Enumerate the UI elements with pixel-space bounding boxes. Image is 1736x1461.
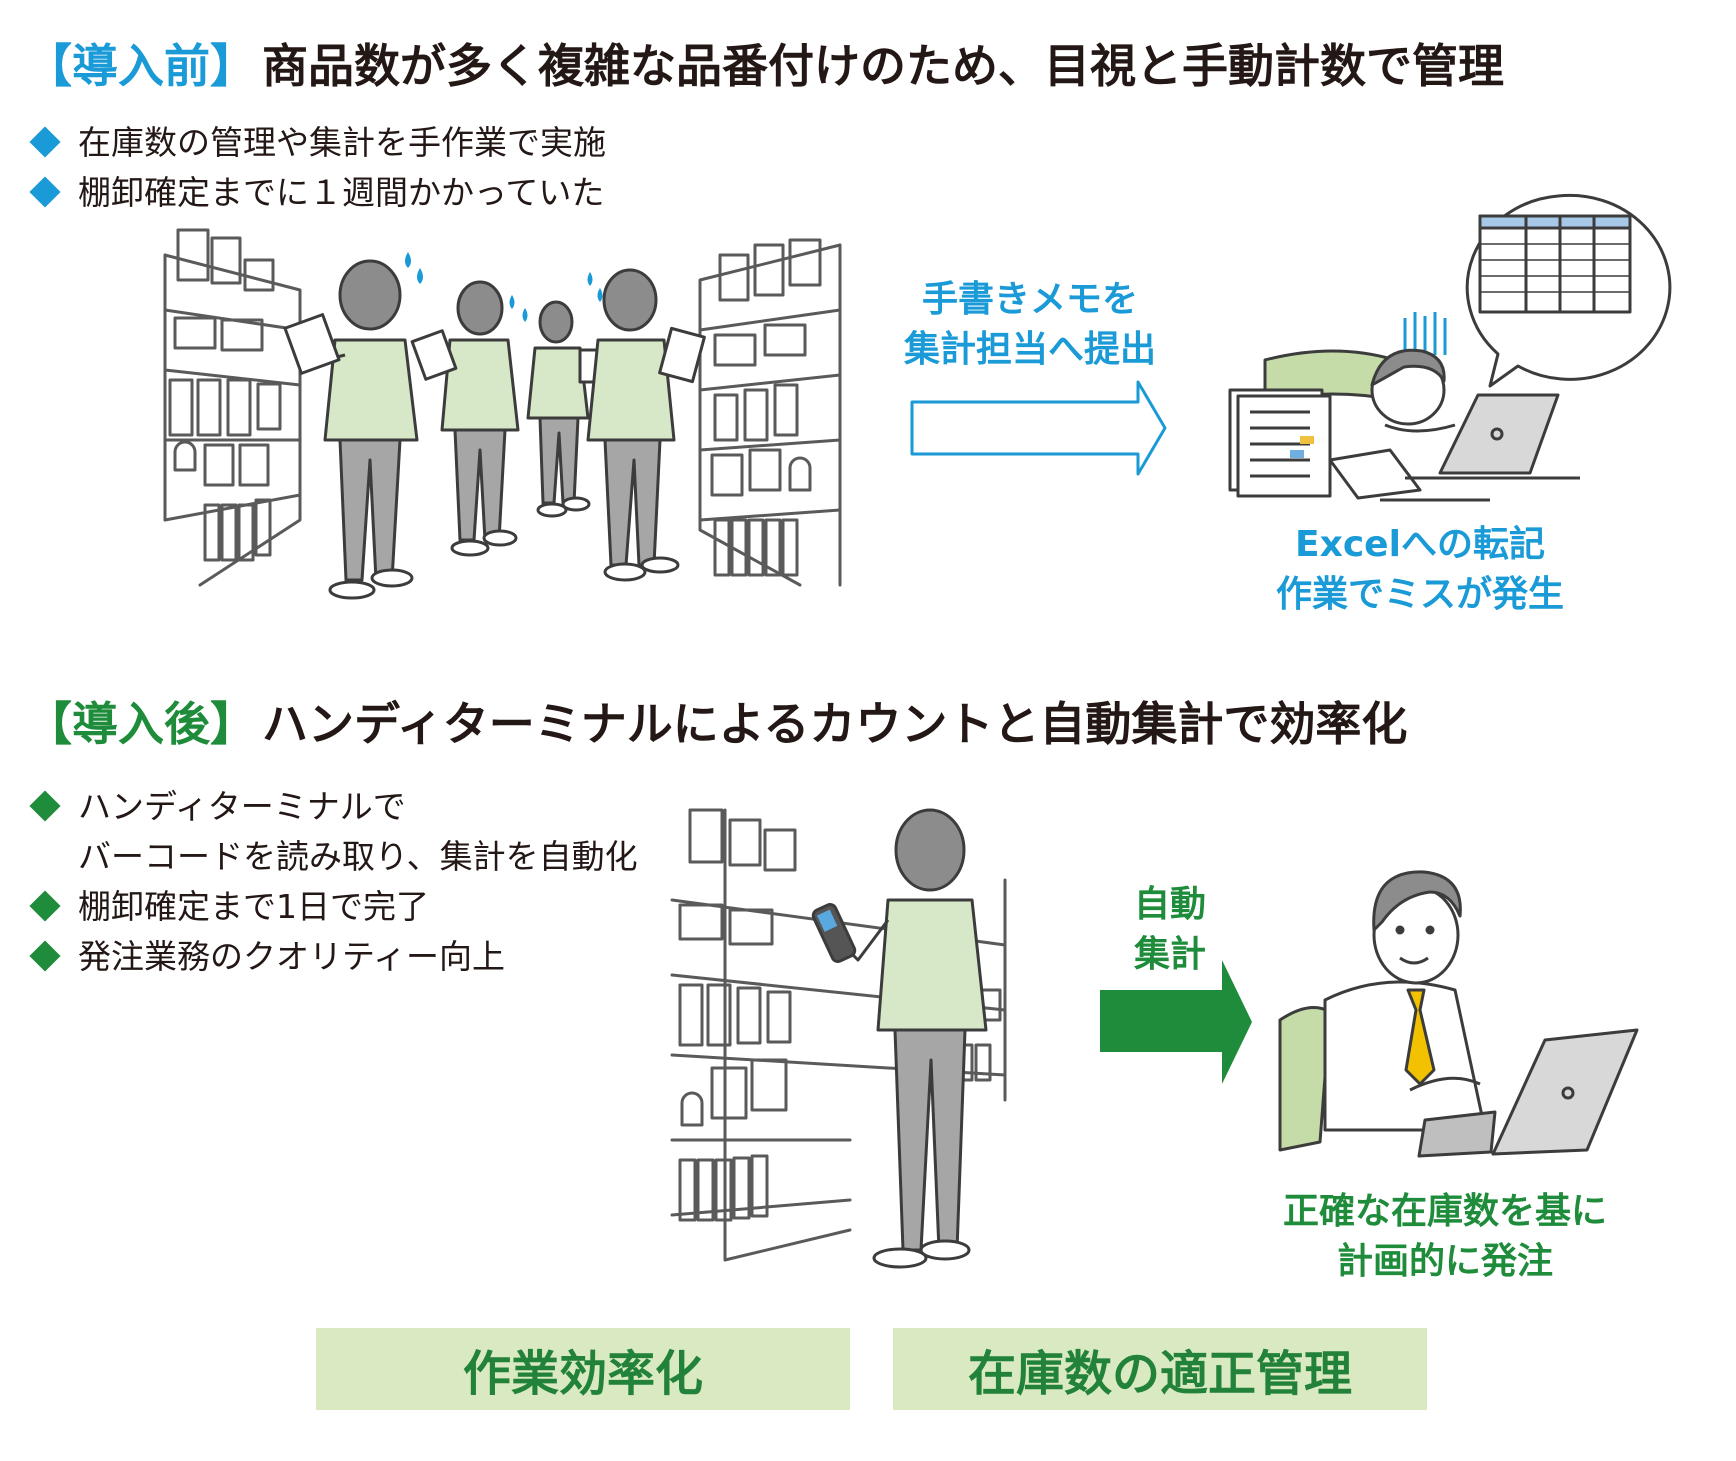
- speech-bubble-icon: [1465, 193, 1672, 388]
- before-result-label: Excelへの転記 作業でミスが発生: [1240, 520, 1600, 620]
- after-bullet-3-text: 発注業務のクオリティー向上: [78, 937, 506, 976]
- worker-with-handheld: [811, 808, 988, 1269]
- after-shelves: [670, 808, 1007, 1262]
- before-bullet-2: 棚卸確定までに１週間かかっていた: [26, 168, 606, 218]
- outcome-efficiency-text: 作業効率化: [462, 1346, 703, 1402]
- after-bullet-1-text: ハンディターミナルで: [78, 787, 406, 826]
- worker-figure-1: [283, 259, 419, 600]
- after-title: ハンディターミナルによるカウントと自動集計で効率化: [262, 697, 1408, 751]
- before-right-shelf: [698, 238, 842, 587]
- happy-office-worker: [1278, 870, 1639, 1158]
- laptop-icon: [1417, 1028, 1639, 1158]
- diamond-bullet-icon: [29, 176, 61, 208]
- before-bullet-2-text: 棚卸確定までに１週間かかっていた: [78, 173, 605, 212]
- after-bullet-1-text-line2: バーコードを読み取り、集計を自動化: [78, 837, 638, 876]
- diamond-bullet-icon: [29, 940, 61, 972]
- worker-figure-2: [410, 280, 520, 557]
- outcome-box-inventory: 在庫数の適正管理: [893, 1328, 1427, 1410]
- diamond-bullet-icon: [29, 790, 61, 822]
- after-arrow-label: 自動 集計: [1110, 880, 1230, 980]
- after-heading: 【導入後】ハンディターミナルによるカウントと自動集計で効率化: [26, 688, 1407, 754]
- after-bullet-3: 発注業務のクオリティー向上: [26, 932, 638, 982]
- arrow-right-icon: [910, 380, 1167, 476]
- before-result-label-line2: 作業でミスが発生: [1275, 574, 1564, 615]
- before-arrow-label-line2: 集計担当へ提出: [903, 329, 1156, 370]
- after-bullet-1: ハンディターミナルで: [26, 782, 638, 832]
- worker-figure-4: [586, 268, 706, 582]
- diamond-bullet-icon: [29, 890, 61, 922]
- before-bullet-list: 在庫数の管理や集計を手作業で実施 棚卸確定までに１週間かかっていた: [26, 118, 606, 218]
- before-title: 商品数が多く複雑な品番付けのため、目視と手動計数で管理: [262, 39, 1504, 93]
- before-arrow-label: 手書きメモを 集計担当へ提出: [885, 275, 1175, 375]
- after-bullet-2-text: 棚卸確定まで1日で完了: [78, 887, 429, 926]
- after-arrow-label-line2: 集計: [1133, 934, 1206, 975]
- after-result-label: 正確な在庫数を基に 計画的に発注: [1255, 1187, 1635, 1287]
- before-bullet-1-text: 在庫数の管理や集計を手作業で実施: [78, 123, 606, 162]
- diamond-bullet-icon: [29, 126, 61, 158]
- after-bullet-list: ハンディターミナルで バーコードを読み取り、集計を自動化 棚卸確定まで1日で完了…: [26, 782, 638, 982]
- before-arrow-label-line1: 手書きメモを: [921, 279, 1138, 320]
- outcome-box-efficiency: 作業効率化: [316, 1328, 850, 1410]
- before-left-shelf: [163, 228, 302, 587]
- before-bullet-1: 在庫数の管理や集計を手作業で実施: [26, 118, 606, 168]
- before-tag: 【導入前】: [26, 39, 256, 93]
- sweat-drop-icon: [405, 252, 603, 322]
- after-result-label-line2: 計画的に発注: [1336, 1241, 1553, 1282]
- outcome-inventory-text: 在庫数の適正管理: [967, 1346, 1352, 1402]
- after-tag: 【導入後】: [26, 697, 256, 751]
- before-heading: 【導入前】商品数が多く複雑な品番付けのため、目視と手動計数で管理: [26, 30, 1504, 96]
- before-result-label-line1: Excelへの転記: [1295, 524, 1545, 565]
- laptop-icon: [1405, 393, 1580, 480]
- tired-office-worker: [1228, 193, 1672, 502]
- handheld-terminal-icon: [811, 903, 857, 963]
- after-arrow-label-line1: 自動: [1133, 884, 1206, 925]
- after-bullet-2: 棚卸確定まで1日で完了: [26, 882, 638, 932]
- after-result-label-line1: 正確な在庫数を基に: [1282, 1191, 1607, 1232]
- after-bullet-1-continued: バーコードを読み取り、集計を自動化: [26, 832, 638, 882]
- worker-figure-3: [526, 300, 606, 518]
